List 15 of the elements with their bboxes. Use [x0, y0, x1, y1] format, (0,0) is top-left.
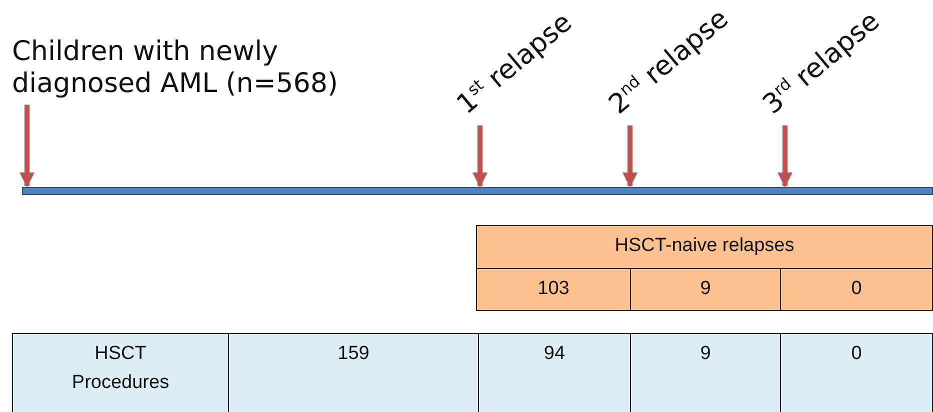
arrow	[20, 104, 34, 188]
arrow	[778, 125, 792, 188]
table-cell: 9	[630, 268, 781, 311]
arrow	[622, 125, 638, 188]
table-cell: HSCT Procedures	[12, 333, 229, 412]
table-cell: 103	[476, 268, 631, 311]
start-label: Children with newly diagnosed AML (n=568)	[12, 36, 372, 101]
arrow	[472, 125, 488, 188]
table-cell: 94	[478, 333, 631, 412]
table-cell: 159	[228, 333, 479, 412]
table-cell: 0	[780, 333, 933, 412]
timeline-bar	[22, 187, 933, 195]
table-cell: 0	[780, 268, 933, 311]
table-cell: 9	[630, 333, 781, 412]
table-cell: HSCT-naive relapses	[476, 225, 933, 269]
